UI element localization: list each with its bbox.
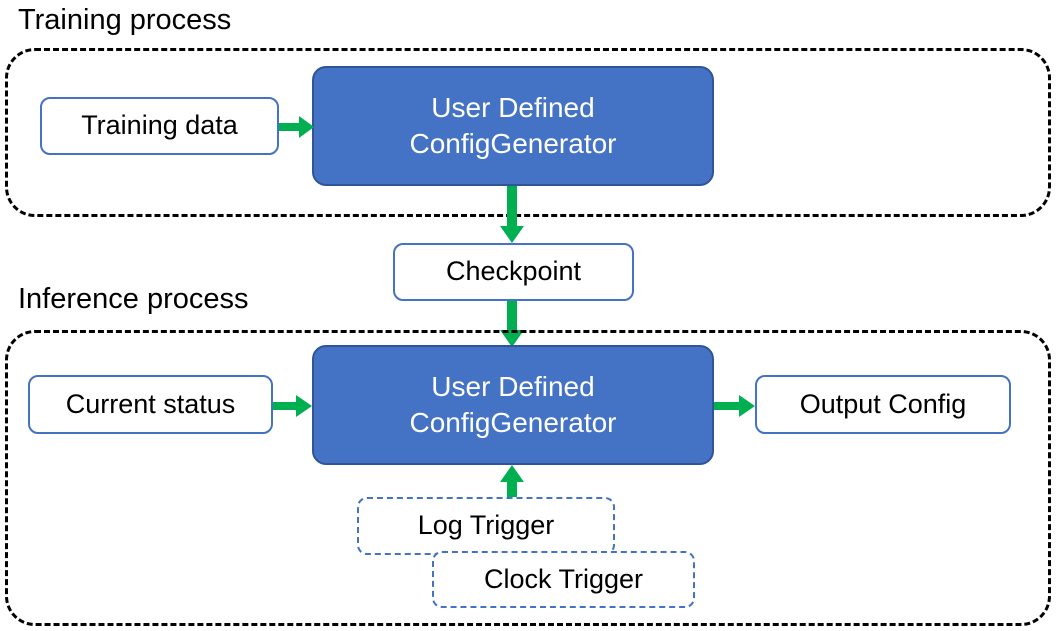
inference-process-label-text: Inference process <box>18 283 249 315</box>
node-training-data[interactable]: Training data <box>40 97 279 155</box>
node-training-config-generator-line1: User Defined <box>431 92 595 124</box>
node-current-status[interactable]: Current status <box>28 375 273 434</box>
training-process-container <box>5 48 1051 217</box>
node-clock-trigger[interactable]: Clock Trigger <box>432 551 695 608</box>
node-inference-config-generator[interactable]: User Defined ConfigGenerator <box>312 345 714 465</box>
inference-process-container <box>5 330 1051 626</box>
node-inference-config-generator-line2: ConfigGenerator <box>409 407 617 438</box>
node-checkpoint[interactable]: Checkpoint <box>393 243 634 301</box>
training-process-label: Training process <box>18 6 231 35</box>
node-log-trigger[interactable]: Log Trigger <box>357 497 615 555</box>
node-clock-trigger-label: Clock Trigger <box>483 563 644 594</box>
node-output-config[interactable]: Output Config <box>755 375 1011 434</box>
training-process-label-text: Training process <box>18 4 232 36</box>
node-training-config-generator-line2: ConfigGenerator <box>409 128 617 159</box>
node-checkpoint-label: Checkpoint <box>445 256 582 287</box>
arrow-generator-to-checkpoint <box>497 186 527 244</box>
node-training-config-generator[interactable]: User Defined ConfigGenerator <box>312 66 714 186</box>
arrow-generator-to-output-config <box>714 391 756 421</box>
node-log-trigger-label: Log Trigger <box>417 510 555 541</box>
arrow-current-status-to-generator <box>273 391 313 421</box>
node-current-status-label: Current status <box>65 388 236 419</box>
arrow-trigger-to-generator <box>497 465 527 503</box>
inference-process-label: Inference process <box>18 285 249 314</box>
node-training-data-label: Training data <box>81 110 238 141</box>
arrow-training-data-to-generator <box>279 112 315 142</box>
node-inference-config-generator-line1: User Defined <box>431 371 595 403</box>
node-output-config-label: Output Config <box>799 388 967 419</box>
arrow-checkpoint-to-generator <box>497 300 527 348</box>
